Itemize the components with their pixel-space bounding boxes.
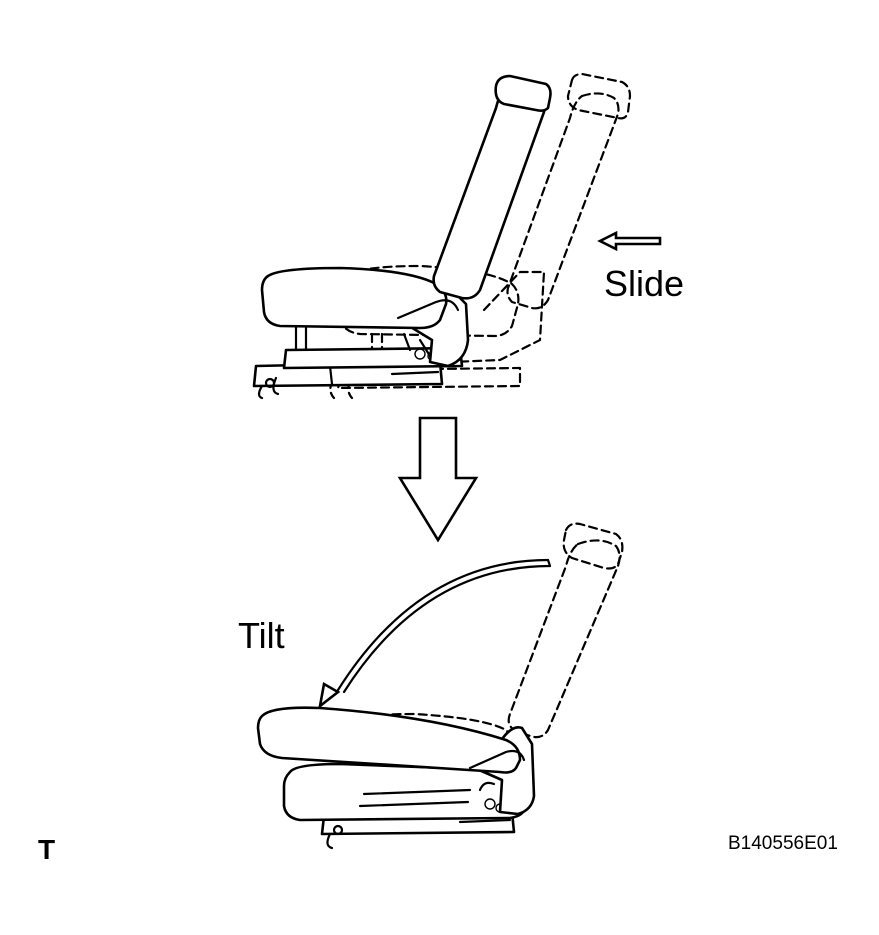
slide-arrow-icon xyxy=(597,230,662,252)
tilt-label: Tilt xyxy=(238,615,285,656)
bottom-seat-solid-tilted xyxy=(256,706,536,850)
figure-code: B140556E01 xyxy=(728,833,838,854)
slide-label: Slide xyxy=(604,263,685,304)
tilt-curved-arrow-icon xyxy=(318,558,552,710)
big-down-arrow-icon xyxy=(397,416,479,543)
top-seat-solid xyxy=(252,74,552,400)
corner-label: T xyxy=(38,834,56,865)
